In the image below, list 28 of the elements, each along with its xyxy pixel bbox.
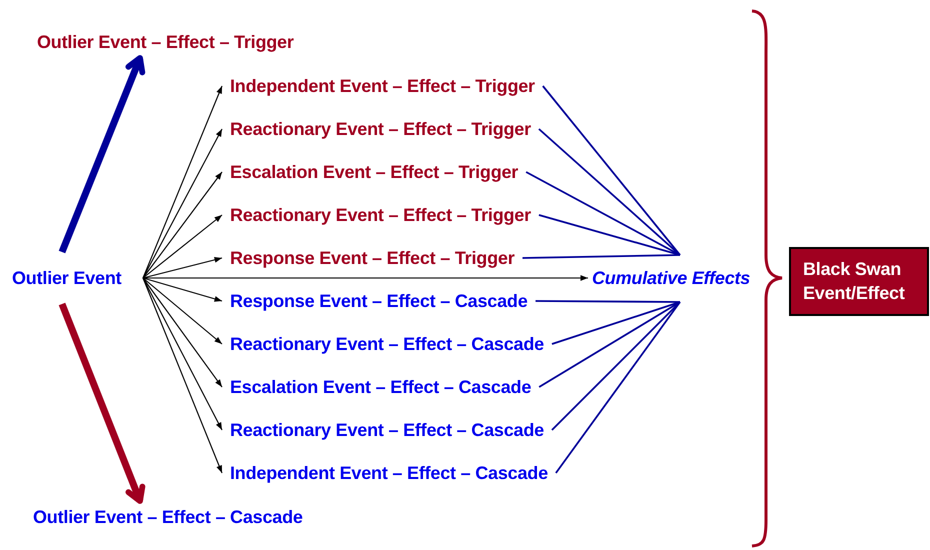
arrow [142, 278, 222, 430]
arrow [142, 128, 222, 278]
event-label: Reactionary Event – Effect – Cascade [222, 330, 552, 358]
event-label: Independent Event – Effect – Cascade [222, 459, 556, 487]
effects-label: Cumulative Effects [588, 255, 768, 302]
arrow [142, 278, 222, 344]
arrow [142, 277, 222, 302]
arrow [142, 86, 222, 278]
arrow [142, 172, 222, 278]
event-label: Reactionary Event – Effect – Trigger [222, 115, 539, 143]
event-label: Reactionary Event – Effect – Cascade [222, 416, 552, 444]
event-label: Outlier Event – Effect – Trigger [37, 28, 294, 56]
arrow [143, 275, 588, 281]
event-label: Outlier Event [12, 252, 143, 304]
arrow [58, 55, 146, 254]
event-label: Response Event – Effect – Cascade [222, 287, 536, 315]
event-label: Reactionary Event – Effect – Trigger [222, 201, 539, 229]
event-label: Independent Event – Effect – Trigger [222, 72, 543, 100]
event-label: Outlier Event – Effect – Cascade [33, 503, 303, 531]
event-label: Escalation Event – Effect – Trigger [222, 158, 526, 186]
event-label: Escalation Event – Effect – Cascade [222, 373, 540, 401]
arrow [142, 278, 222, 474]
outcome-box: Black Swan Event/Effect [789, 247, 929, 316]
arrow [142, 278, 222, 388]
arrow [58, 302, 146, 504]
arrow [142, 214, 222, 278]
event-label: Response Event – Effect – Trigger [222, 244, 522, 272]
arrow [142, 257, 222, 279]
